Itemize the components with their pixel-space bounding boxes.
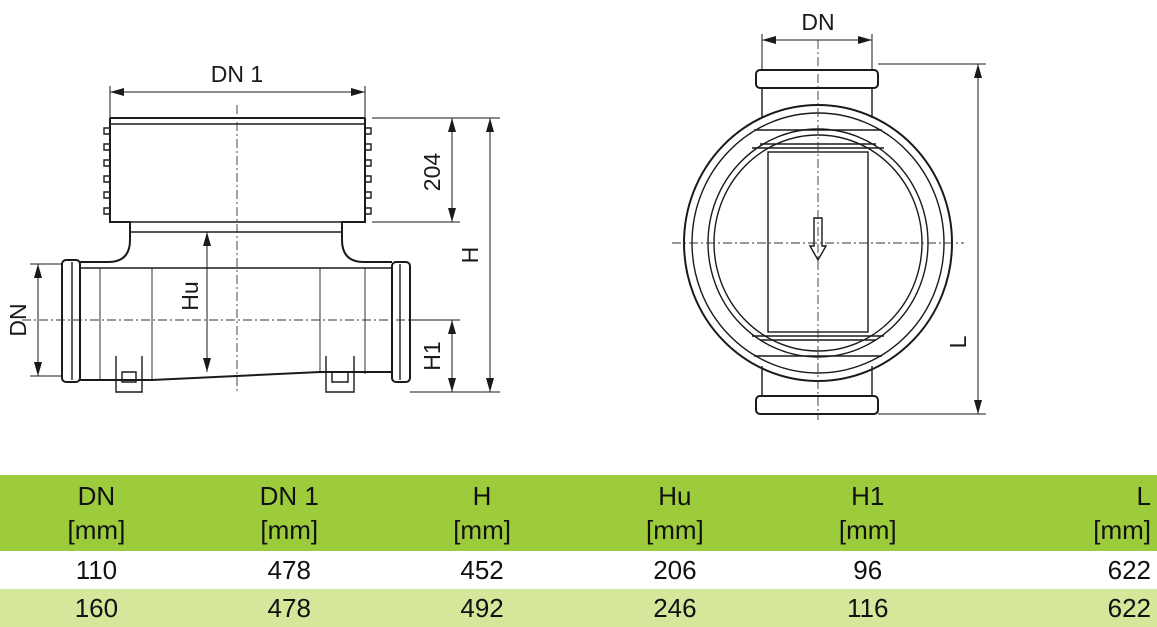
technical-drawing: DN 1 204 H H1 Hu DN [5,9,986,420]
dim-dn1-label: DN 1 [211,61,263,87]
table-cell: 478 [267,555,311,585]
col-header-l: L [mm] [964,475,1157,551]
table-row: 110 478 452 206 96 622 [0,551,1157,589]
col-header-h: H [mm] [386,475,579,551]
table-cell: 622 [1107,555,1151,585]
table-header-row: DN [mm] DN 1 [mm] H [mm] Hu [mm] H1 [mm]… [0,475,1157,551]
col-header-unit: [mm] [453,515,511,545]
col-header-dn: DN [mm] [0,475,193,551]
table-cell: 622 [1107,593,1151,623]
dim-dn-side-label: DN [5,303,31,336]
col-header-unit: [mm] [838,515,897,545]
table-cell: 116 [847,593,889,623]
col-header-hu: Hu [mm] [578,475,771,551]
dim-h-label: H [457,247,483,264]
col-header-dn1: DN 1 [mm] [193,475,386,551]
col-header-name: DN [77,481,116,511]
side-view: DN 1 204 H H1 Hu DN [5,61,500,393]
table-cell: 160 [74,593,119,623]
table-cell: 96 [853,555,883,585]
col-header-name: DN 1 [259,481,319,511]
col-header-h1: H1 [mm] [771,475,964,551]
col-header-unit: [mm] [67,515,126,545]
table-cell: 206 [653,555,697,585]
table-cell: 478 [267,593,311,623]
table-cell: 110 [75,555,118,585]
col-header-unit: [mm] [1093,515,1151,545]
dim-dn-top-label: DN [801,9,834,35]
dim-hu-label: Hu [177,281,203,310]
dim-204-label: 204 [419,153,445,192]
col-header-name: H [472,481,492,511]
col-header-name: L [1136,481,1151,511]
col-header-name: Hu [658,481,692,511]
dim-h1-label: H1 [419,341,445,370]
col-header-unit: [mm] [646,515,704,545]
table-row: 160 478 492 246 116 622 [0,589,1157,627]
col-header-name: H1 [851,481,885,511]
col-header-unit: [mm] [260,515,319,545]
dim-l-label: L [945,335,971,348]
table-cell: 452 [460,555,504,585]
table-cell: 492 [460,593,504,623]
spec-table: DN [mm] DN 1 [mm] H [mm] Hu [mm] H1 [mm]… [0,475,1157,627]
top-view: DN L [672,9,986,420]
table-cell: 246 [653,593,697,623]
